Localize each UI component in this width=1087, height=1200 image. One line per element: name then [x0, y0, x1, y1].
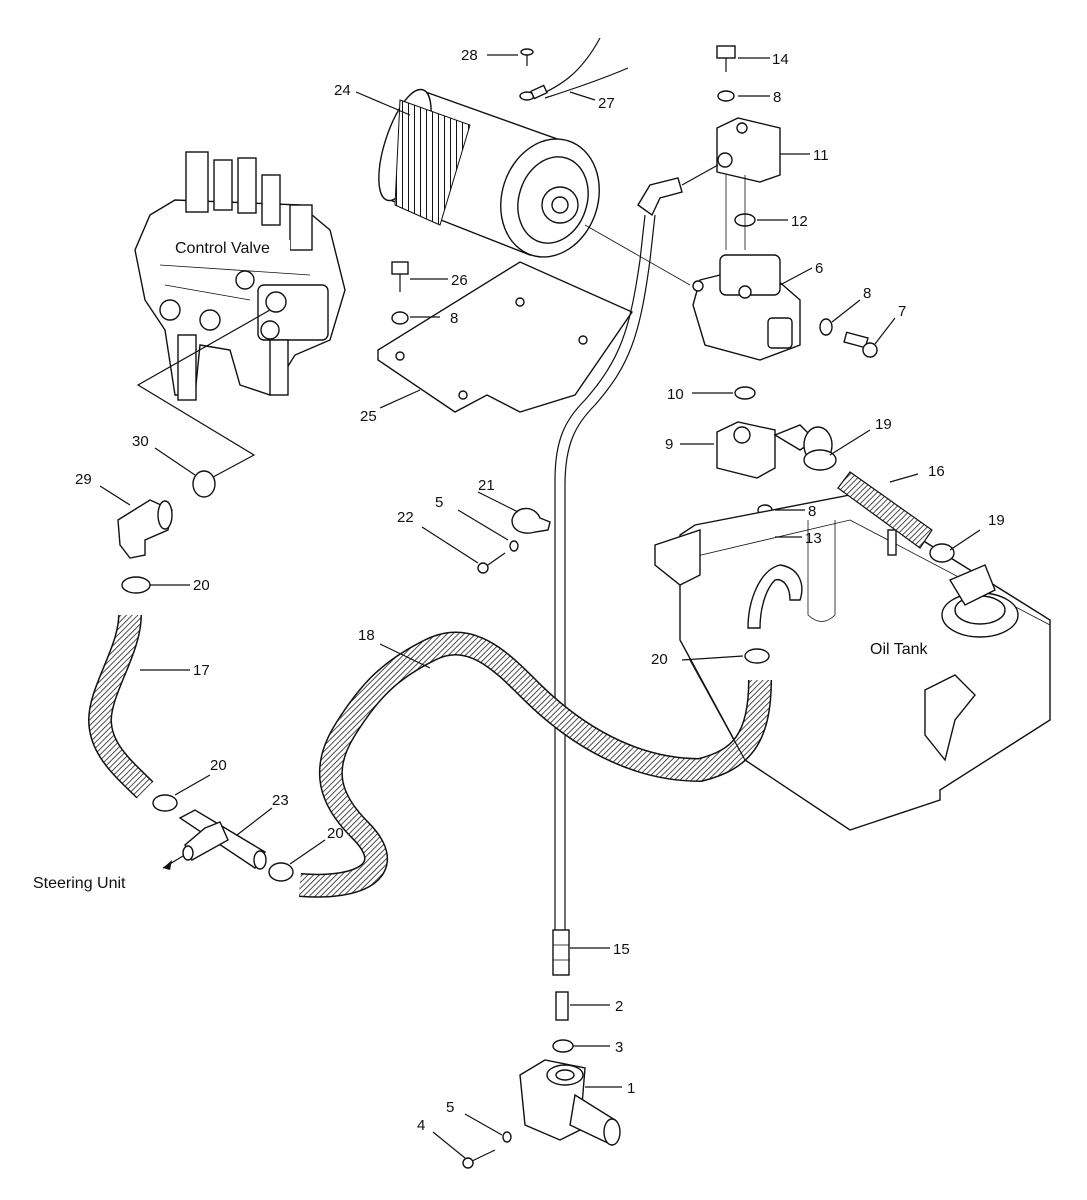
manifold-block-top [716, 117, 781, 183]
callout-8: 8 [773, 89, 781, 106]
hose-clamp-20-mid [152, 794, 178, 812]
callout-9: 9 [665, 436, 673, 453]
hose-clip-21 [511, 507, 551, 534]
callout-6: 6 [815, 260, 823, 277]
control-valve [134, 151, 346, 401]
callout-14: 14 [772, 51, 789, 68]
callout-5: 5 [435, 494, 443, 511]
washer-5-clip [509, 540, 519, 552]
callout-17: 17 [193, 662, 210, 679]
callout-11: 11 [813, 147, 829, 164]
callout-4: 4 [417, 1117, 425, 1134]
callout-25: 25 [360, 408, 377, 425]
callout-23: 23 [272, 792, 289, 809]
priority-valve [519, 1059, 621, 1147]
bracket-bolt [391, 261, 409, 325]
callout-20: 20 [327, 825, 344, 842]
callout-26: 26 [451, 272, 468, 289]
callout-21: 21 [478, 477, 495, 494]
tee-fitting [178, 809, 267, 870]
pump [692, 254, 801, 361]
elbow-fitting-29 [117, 499, 173, 559]
callout-20: 20 [651, 651, 668, 668]
pressure-hose [554, 214, 646, 935]
pressure-hose-elbow [637, 177, 683, 217]
callout-2: 2 [615, 998, 623, 1015]
callout-7: 7 [898, 303, 906, 320]
callout-leaders [99, 54, 981, 1159]
callout-19: 19 [988, 512, 1005, 529]
motor [378, 88, 691, 286]
callout-20: 20 [210, 757, 227, 774]
hose-clamp-19-lower [929, 543, 955, 563]
callout-18: 18 [358, 627, 375, 644]
callout-8: 8 [808, 503, 816, 520]
hose-clamp-19-upper [803, 449, 837, 471]
bolt-top [716, 45, 736, 102]
hose-end-15 [552, 929, 570, 976]
o-ring-30 [192, 470, 216, 498]
callout-15: 15 [613, 941, 630, 958]
valve-bolt [462, 1131, 512, 1169]
callout-28: 28 [461, 47, 478, 64]
oil-tank [654, 494, 1051, 831]
hose-clamp-20-top [121, 576, 151, 594]
callout-12: 12 [791, 213, 808, 230]
callout-3: 3 [615, 1039, 623, 1056]
steering-unit-label: Steering Unit [33, 875, 126, 892]
terminal-wire [530, 37, 629, 100]
callout-19: 19 [875, 416, 892, 433]
bolt-22 [477, 552, 506, 574]
callout-20: 20 [193, 577, 210, 594]
callout-22: 22 [397, 509, 414, 526]
o-ring-3 [552, 1039, 574, 1053]
callout-1: 1 [627, 1080, 635, 1097]
callout-8: 8 [863, 285, 871, 302]
callout-27: 27 [598, 95, 615, 112]
hose-clamp-20-tank [744, 648, 770, 664]
valve-port-leader [136, 309, 271, 484]
o-ring-10 [734, 386, 756, 400]
callout-24: 24 [334, 82, 351, 99]
oil-tank-label: Oil Tank [870, 641, 929, 658]
adapter-2 [555, 991, 569, 1021]
suction-hose [837, 471, 933, 549]
callout-10: 10 [667, 386, 684, 403]
motor-bracket [377, 261, 634, 413]
callout-5: 5 [446, 1099, 454, 1116]
callout-29: 29 [75, 471, 92, 488]
callout-8: 8 [450, 310, 458, 327]
pump-bolt [819, 318, 878, 358]
callout-13: 13 [805, 530, 822, 547]
suction-block [716, 421, 833, 479]
control-valve-label: Control Valve [175, 240, 270, 257]
hose-clamp-20-tee [268, 862, 294, 882]
callout-16: 16 [928, 463, 945, 480]
callout-30: 30 [132, 433, 149, 450]
